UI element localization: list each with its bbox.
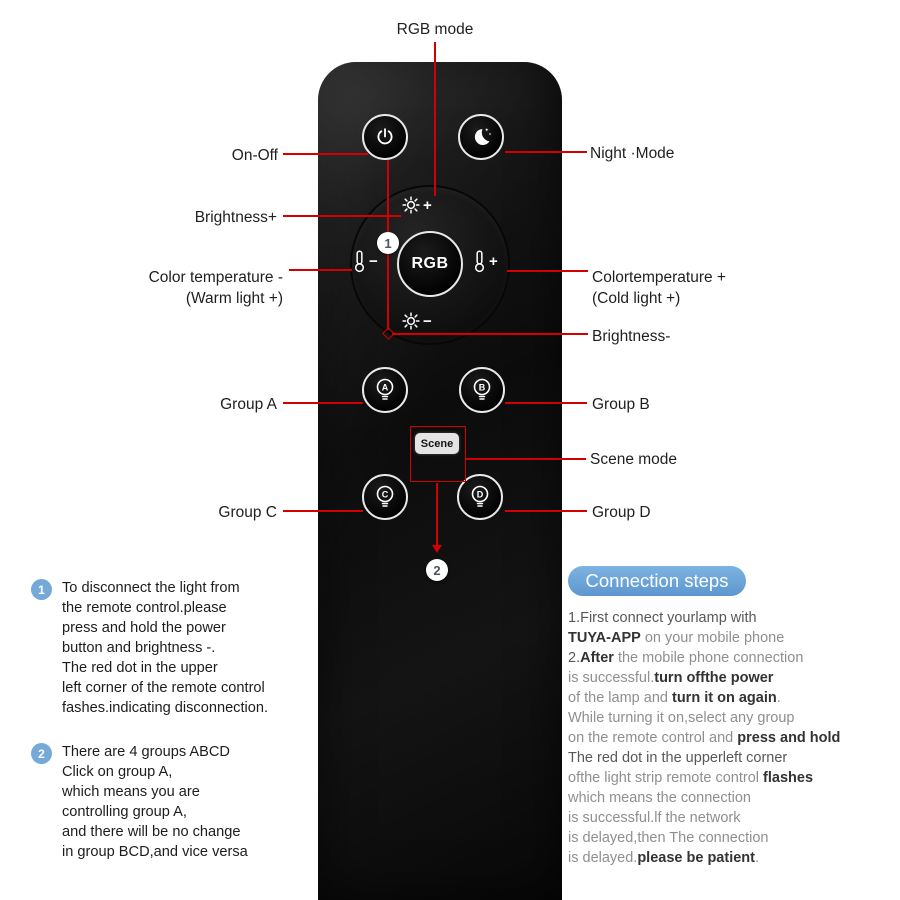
group-b-button: B [459,367,505,413]
callout-1-badge: 1 [377,232,399,254]
brightness-plus-icon: + [401,195,432,215]
label-rgb-mode: RGB mode [396,21,474,38]
leader-line-rgb-mode [434,42,436,196]
note-2-badge: 2 [31,743,52,764]
rgb-button-label: RGB [411,255,449,272]
svg-text:D: D [477,490,484,500]
label-group-a: Group A [220,396,277,413]
note-1-badge: 1 [31,579,52,600]
brightness-minus-icon: − [401,311,432,331]
label-group-c: Group C [218,504,277,521]
bulb-d-icon: D [467,483,493,511]
connection-steps-title: Connection steps [585,570,729,591]
svg-text:B: B [479,383,486,393]
scene-button: Scene [415,433,459,454]
label-color-temp-minus: Color temperature - (Warm light +) [148,269,283,307]
label-color-temp-plus: Colortemperature + (Cold light +) [592,269,726,307]
color-temp-plus-icon: + [472,248,498,275]
leader-line-color-temp-minus [289,269,352,271]
bulb-b-icon: B [469,376,495,404]
rgb-button: RGB [397,231,463,297]
svg-text:A: A [382,383,389,393]
moon-stars-icon [469,125,493,149]
leader-line-night-mode [505,151,587,153]
arrow-line-scene-to-2 [436,483,438,545]
arrow-head-icon [432,545,442,553]
note-2-text: There are 4 groups ABCD Click on group A… [62,744,248,860]
leader-line-brightness-plus [283,215,401,217]
label-on-off: On-Off [231,147,278,164]
scene-highlight-box [410,426,466,482]
leader-line-on-off [283,153,368,155]
leader-line-brightness-minus [392,333,588,335]
leader-line-scene-mode [466,458,586,460]
leader-line-group-a [283,402,363,404]
leader-line-color-temp-plus [507,270,588,272]
note-1-text: To disconnect the light from the remote … [62,580,269,716]
label-group-b: Group B [592,396,650,413]
color-temp-minus-icon: − [352,248,378,275]
connection-steps-pill: Connection steps [568,566,746,596]
label-scene-mode: Scene mode [590,451,678,468]
group-c-button: C [362,474,408,520]
label-brightness-plus: Brightness+ [194,209,277,226]
power-icon [374,126,396,148]
scene-button-label: Scene [420,437,454,450]
callout-2-badge: 2 [426,559,448,581]
night-mode-button [458,114,504,160]
label-brightness-minus: Brightness- [592,328,671,345]
leader-line-group-d [505,510,587,512]
leader-line-group-b [505,402,587,404]
label-group-d: Group D [592,504,651,521]
label-night-mode: Night ·Mode [590,145,675,162]
power-button [362,114,408,160]
group-a-button: A [362,367,408,413]
bulb-c-icon: C [372,483,398,511]
bulb-a-icon: A [372,376,398,404]
svg-text:C: C [382,490,389,500]
leader-line-group-c [283,510,363,512]
